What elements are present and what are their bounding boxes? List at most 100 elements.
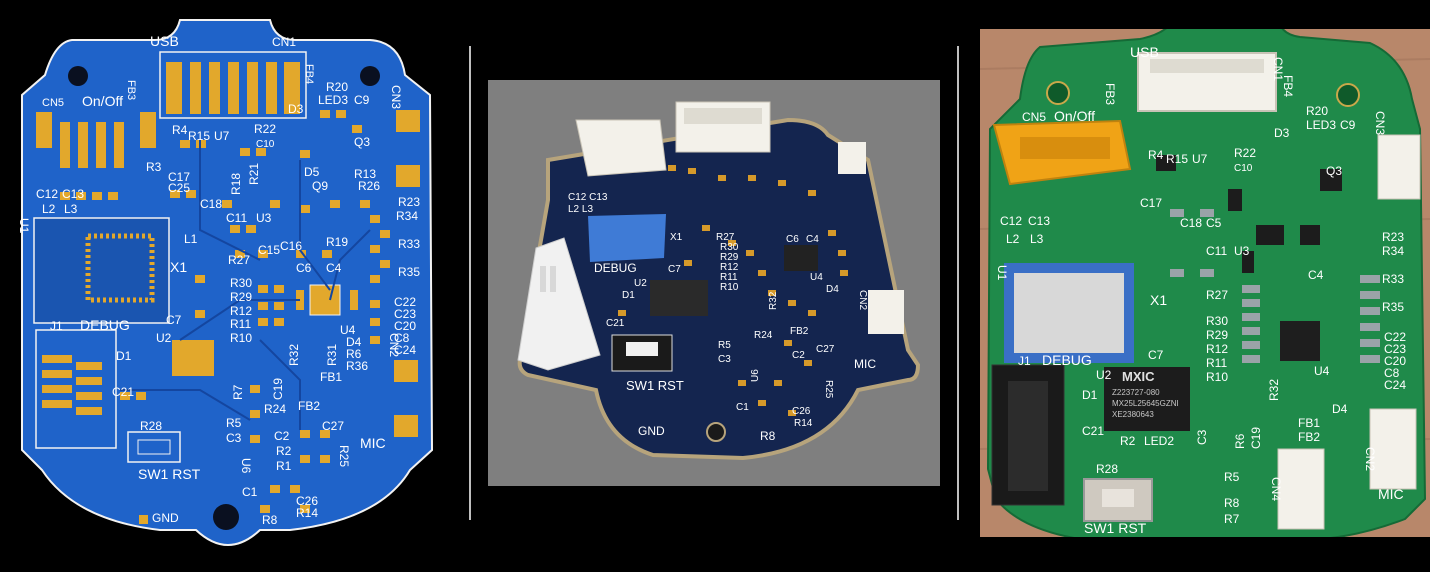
label: D5	[304, 165, 320, 179]
smd-pads	[60, 110, 390, 524]
label: R2	[1120, 434, 1136, 448]
label: CN1	[272, 35, 296, 49]
label: MIC	[1378, 486, 1404, 502]
label: R18	[229, 173, 243, 195]
label: R5	[1224, 470, 1240, 484]
pcb-3d-render-panel: C12 C13 L2 L3 DEBUG R27 R30 R29 R12 R11 …	[488, 80, 940, 486]
label: X1	[170, 259, 187, 275]
usb-connector-photo	[1137, 52, 1277, 112]
label: R22	[254, 122, 276, 136]
label: R12	[720, 262, 739, 273]
label: C26	[792, 406, 811, 417]
label: D4	[1332, 402, 1348, 416]
panel-divider	[957, 46, 959, 520]
label: C17	[168, 170, 190, 184]
label: R33	[398, 237, 420, 251]
label: L2	[42, 202, 56, 216]
label: R15	[188, 129, 210, 143]
label: R6	[1233, 433, 1247, 449]
u1-module-3d	[588, 214, 666, 262]
label: C19	[1249, 427, 1263, 449]
label: D1	[116, 349, 132, 363]
pcb-photo-svg: USB CN1 FB3 FB4 CN5 On/Off R20 LED3 C9 D…	[979, 24, 1430, 541]
label: R27	[1206, 288, 1228, 302]
label: R34	[396, 209, 418, 223]
label: DEBUG	[1042, 352, 1092, 368]
mounting-hole	[213, 504, 239, 530]
label: R20	[1306, 104, 1328, 118]
label: R32	[768, 291, 779, 310]
label: R20	[326, 80, 348, 94]
label: L2 L3	[568, 204, 593, 215]
label: C8	[394, 331, 410, 345]
label: R27	[716, 232, 735, 243]
label: CN4	[1269, 477, 1283, 501]
label: R23	[1382, 230, 1404, 244]
label: C13	[1028, 214, 1050, 228]
label: FB2	[298, 399, 320, 413]
label: R29	[230, 290, 252, 304]
label: C7	[166, 313, 182, 327]
pcb-layout-svg: USB CN1 FB3 FB4 CN5 On/Off R20 LED3 C9 D…	[17, 19, 434, 546]
mounting-hole-3d	[706, 422, 726, 442]
cn5-connector-3d	[575, 119, 667, 177]
label: FB3	[125, 80, 137, 100]
label: FB1	[1298, 416, 1320, 430]
label: GND	[638, 424, 665, 438]
label: C16	[280, 239, 302, 253]
label: U3	[1234, 244, 1250, 258]
label: CN5	[1022, 110, 1046, 124]
label: R3	[146, 160, 162, 174]
label: J1	[1018, 354, 1031, 368]
label: C11	[1206, 244, 1227, 258]
label: C21	[1082, 424, 1104, 438]
label: D1	[1082, 388, 1098, 402]
label: GND	[152, 511, 179, 525]
label: C10	[256, 139, 275, 150]
label: C21	[606, 318, 625, 329]
label: MIC	[360, 435, 386, 451]
label: On/Off	[1054, 108, 1095, 124]
label: R32	[1267, 379, 1281, 401]
label: R24	[264, 402, 286, 416]
label: CN2	[1363, 447, 1377, 471]
label: C6	[296, 261, 312, 275]
label: R25	[823, 380, 834, 399]
cn2-connector-photo	[1369, 408, 1417, 490]
label: FB2	[790, 326, 809, 337]
label: R5	[226, 416, 242, 430]
label: C22	[394, 295, 416, 309]
label: SW1 RST	[626, 378, 684, 393]
label: Q3	[1326, 164, 1342, 178]
j1-debug-header-photo	[991, 364, 1065, 506]
label: R19	[326, 235, 348, 249]
label: C22	[1384, 330, 1406, 344]
label: C1	[242, 485, 258, 499]
label: C10	[1234, 163, 1253, 174]
pcb-photo-panel: USB CN1 FB3 FB4 CN5 On/Off R20 LED3 C9 D…	[979, 24, 1430, 541]
label: C27	[816, 344, 835, 355]
label: C20	[1384, 354, 1406, 368]
label: CN1	[1271, 57, 1285, 81]
label: R30	[720, 242, 739, 253]
cn5-connector-photo	[992, 119, 1132, 186]
label: U6	[750, 369, 761, 382]
label: C24	[394, 343, 416, 357]
label: C4	[806, 234, 819, 245]
mounting-hole	[1336, 83, 1360, 107]
label: C7	[668, 264, 681, 275]
label: USB	[1130, 44, 1159, 60]
label: CN2	[387, 333, 401, 357]
label: On/Off	[82, 93, 123, 109]
label: R6	[346, 347, 362, 361]
label: U1	[995, 265, 1009, 281]
label: R26	[358, 179, 380, 193]
label: R23	[398, 195, 420, 209]
label: R7	[1224, 512, 1240, 526]
label: DEBUG	[594, 261, 637, 275]
label: R15	[1166, 152, 1188, 166]
label: C4	[326, 261, 342, 275]
label: C23	[1384, 342, 1406, 356]
label: U4	[810, 272, 823, 283]
u2-chip	[172, 340, 214, 376]
